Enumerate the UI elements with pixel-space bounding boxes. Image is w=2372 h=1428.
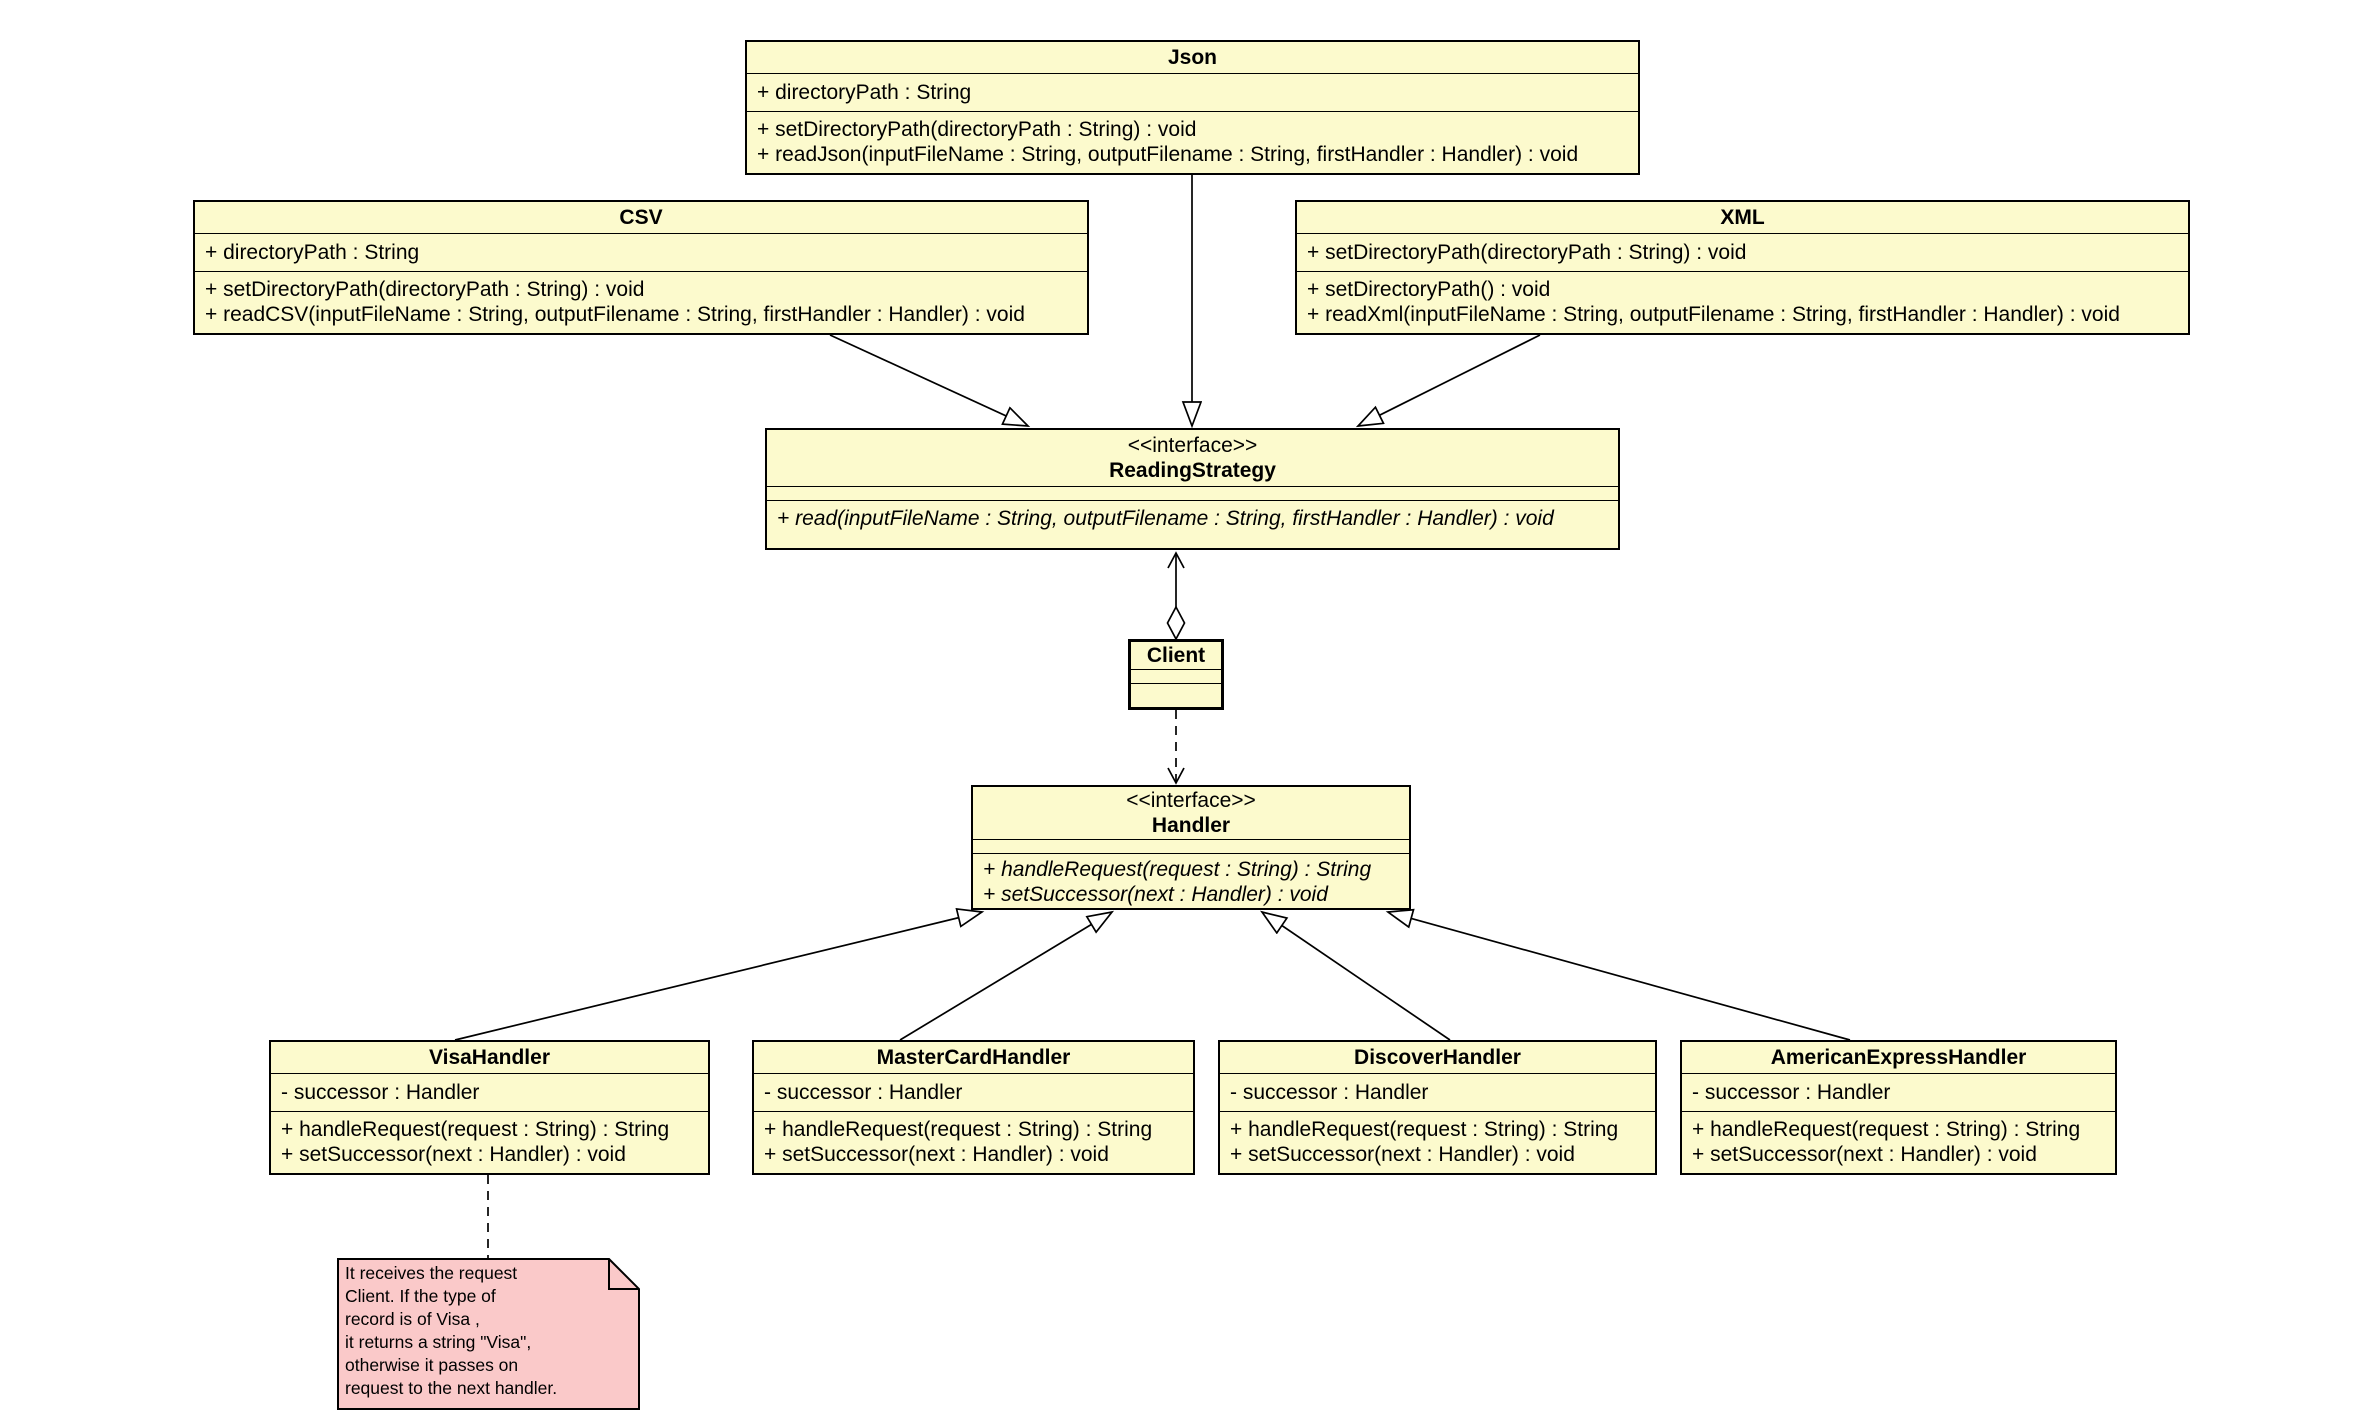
class-json[interactable]: Json + directoryPath : String + setDirec… [745, 40, 1640, 175]
note-line: record is of Visa , [345, 1309, 480, 1329]
class-json-attributes: + directoryPath : String [747, 73, 1638, 111]
method: + setDirectoryPath(directoryPath : Strin… [205, 278, 645, 301]
class-americanexpresshandler[interactable]: AmericanExpressHandler - successor : Han… [1680, 1040, 2117, 1175]
interface-handler-methods: + handleRequest(request : String) : Stri… [973, 853, 1409, 908]
method: + handleRequest(request : String) : Stri… [1230, 1118, 1619, 1141]
class-americanexpresshandler-title: AmericanExpressHandler [1682, 1042, 2115, 1073]
class-client[interactable]: Client [1128, 639, 1224, 710]
class-json-title: Json [747, 42, 1638, 73]
realization-csv-readingstrategy [829, 334, 1028, 426]
method: + handleRequest(request : String) : Stri… [1692, 1118, 2081, 1141]
class-client-attributes [1131, 669, 1221, 683]
class-discoverhandler[interactable]: DiscoverHandler - successor : Handler + … [1218, 1040, 1657, 1175]
interface-readingstrategy-methods: + read(inputFileName : String, outputFil… [767, 500, 1618, 548]
method: + handleRequest(request : String) : Stri… [281, 1118, 670, 1141]
class-discoverhandler-title: DiscoverHandler [1220, 1042, 1655, 1073]
method: + handleRequest(request : String) : Stri… [764, 1118, 1153, 1141]
method: + setSuccessor(next : Handler) : void [983, 883, 1328, 906]
method: + setSuccessor(next : Handler) : void [764, 1143, 1109, 1166]
class-client-methods [1131, 683, 1221, 707]
class-name: DiscoverHandler [1354, 1046, 1521, 1069]
class-name: Client [1146, 644, 1206, 667]
class-json-methods: + setDirectoryPath(directoryPath : Strin… [747, 111, 1638, 173]
note-line: it returns a string "Visa", [345, 1332, 532, 1352]
interface-handler-attributes [973, 839, 1409, 853]
realization-visahandler-handler [454, 912, 982, 1041]
class-xml-methods: + setDirectoryPath() : void + readXml(in… [1297, 271, 2188, 333]
note-line: Client. If the type of [345, 1286, 496, 1306]
note-fold-flap [608, 1258, 640, 1290]
class-xml-title: XML [1297, 202, 2188, 233]
interface-readingstrategy-attributes [767, 486, 1618, 500]
realization-mastercardhandler-handler [899, 912, 1112, 1041]
class-name: XML [1720, 206, 1765, 229]
attribute: + directoryPath : String [205, 241, 420, 264]
class-visahandler-attributes: - successor : Handler [271, 1073, 708, 1111]
class-visahandler-methods: + handleRequest(request : String) : Stri… [271, 1111, 708, 1173]
realization-discoverhandler-handler [1262, 912, 1451, 1041]
class-visahandler-title: VisaHandler [271, 1042, 708, 1073]
attribute: + setDirectoryPath(directoryPath : Strin… [1307, 241, 1747, 264]
interface-readingstrategy-title: <<interface>> ReadingStrategy [767, 430, 1618, 486]
class-xml-attributes: + setDirectoryPath(directoryPath : Strin… [1297, 233, 2188, 271]
method: + setDirectoryPath() : void [1307, 278, 1551, 301]
class-client-title: Client [1131, 642, 1221, 669]
interface-handler[interactable]: <<interface>> Handler + handleRequest(re… [971, 785, 1411, 910]
method: + readCSV(inputFileName : String, output… [205, 303, 1025, 326]
method: + setDirectoryPath(directoryPath : Strin… [757, 118, 1197, 141]
method: + handleRequest(request : String) : Stri… [983, 858, 1372, 881]
class-mastercardhandler-methods: + handleRequest(request : String) : Stri… [754, 1111, 1193, 1173]
class-csv-title: CSV [195, 202, 1087, 233]
method: + readJson(inputFileName : String, outpu… [757, 143, 1579, 166]
class-xml[interactable]: XML + setDirectoryPath(directoryPath : S… [1295, 200, 2190, 335]
class-mastercardhandler[interactable]: MasterCardHandler - successor : Handler … [752, 1040, 1195, 1175]
class-name: ReadingStrategy [1109, 459, 1276, 482]
attribute: + directoryPath : String [757, 81, 972, 104]
class-mastercardhandler-title: MasterCardHandler [754, 1042, 1193, 1073]
class-name: MasterCardHandler [876, 1046, 1071, 1069]
class-name: VisaHandler [428, 1046, 550, 1069]
method: + read(inputFileName : String, outputFil… [777, 507, 1554, 530]
aggregation-diamond [1166, 605, 1186, 641]
class-csv-methods: + setDirectoryPath(directoryPath : Strin… [195, 271, 1087, 333]
method: + readXml(inputFileName : String, output… [1307, 303, 2120, 326]
interface-readingstrategy[interactable]: <<interface>> ReadingStrategy + read(inp… [765, 428, 1620, 550]
interface-handler-title: <<interface>> Handler [973, 787, 1409, 839]
method: + setSuccessor(next : Handler) : void [281, 1143, 626, 1166]
note-line: It receives the request [345, 1263, 518, 1283]
uml-note[interactable]: It receives the request Client. If the t… [337, 1258, 640, 1410]
class-name: Handler [1151, 814, 1231, 837]
class-visahandler[interactable]: VisaHandler - successor : Handler + hand… [269, 1040, 710, 1175]
attribute: - successor : Handler [1692, 1081, 1891, 1104]
note-line: request to the next handler. [345, 1378, 558, 1398]
class-mastercardhandler-attributes: - successor : Handler [754, 1073, 1193, 1111]
attribute: - successor : Handler [1230, 1081, 1429, 1104]
attribute: - successor : Handler [764, 1081, 963, 1104]
class-discoverhandler-attributes: - successor : Handler [1220, 1073, 1655, 1111]
class-americanexpresshandler-attributes: - successor : Handler [1682, 1073, 2115, 1111]
class-name: AmericanExpressHandler [1770, 1046, 2027, 1069]
class-name: CSV [619, 206, 663, 229]
class-csv[interactable]: CSV + directoryPath : String + setDirect… [193, 200, 1089, 335]
realization-americanexpresshandler-handler [1388, 912, 1851, 1041]
stereotype-label: <<interface>> [1126, 789, 1256, 812]
class-csv-attributes: + directoryPath : String [195, 233, 1087, 271]
realization-xml-readingstrategy [1358, 334, 1541, 426]
stereotype-label: <<interface>> [1127, 434, 1258, 457]
attribute: - successor : Handler [281, 1081, 480, 1104]
method: + setSuccessor(next : Handler) : void [1692, 1143, 2037, 1166]
note-line: otherwise it passes on [345, 1355, 519, 1375]
note-fold-icon [608, 1258, 640, 1290]
method: + setSuccessor(next : Handler) : void [1230, 1143, 1575, 1166]
class-name: Json [1167, 46, 1217, 69]
class-americanexpresshandler-methods: + handleRequest(request : String) : Stri… [1682, 1111, 2115, 1173]
class-discoverhandler-methods: + handleRequest(request : String) : Stri… [1220, 1111, 1655, 1173]
